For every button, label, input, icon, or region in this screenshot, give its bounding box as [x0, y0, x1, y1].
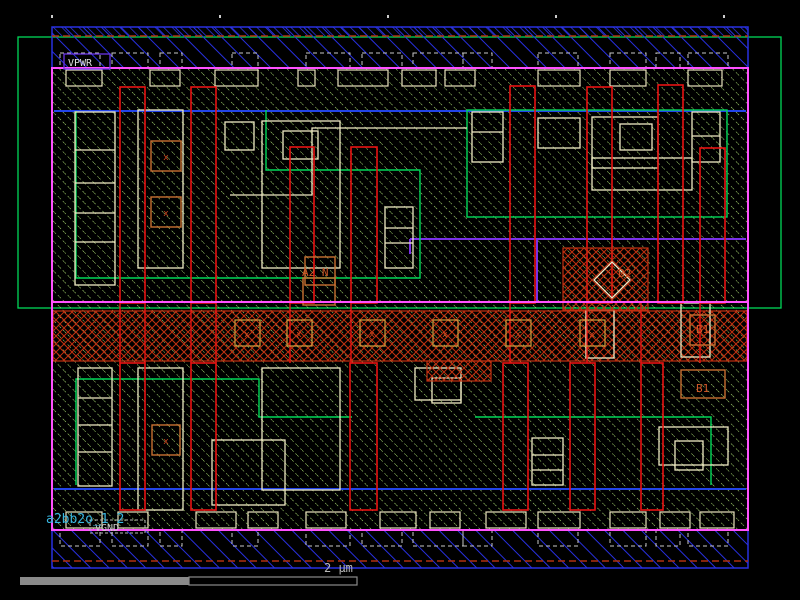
li-region: [674, 440, 704, 471]
diff-ladder: [531, 437, 564, 486]
li-pad: [379, 511, 417, 529]
scalebar-filled: [20, 577, 189, 585]
contact-box: [150, 140, 182, 172]
li-strap: [655, 529, 681, 547]
li-pad: [305, 511, 347, 529]
vgnd-label-box: [89, 519, 146, 534]
poly-gate: [349, 362, 378, 511]
ruler-tick: [51, 15, 53, 18]
diff-ladder: [77, 367, 113, 487]
poly-gate: [190, 362, 217, 511]
li-pad: [65, 69, 103, 87]
nwell-notch: [466, 109, 728, 218]
li-strap: [609, 52, 647, 69]
li-route: [230, 127, 467, 196]
strip-contact: [286, 319, 313, 347]
scale-label: 2 µm: [324, 561, 353, 575]
diff-ladder: [691, 111, 721, 163]
diff-region: [658, 426, 729, 466]
poly-gate: [640, 362, 664, 511]
strip-contact: [234, 319, 261, 347]
diff-region: [137, 109, 184, 269]
ruler-tick: [723, 15, 725, 18]
vgnd-rail-met1: [51, 529, 749, 569]
li-pad: [537, 511, 581, 529]
diff-region: [591, 157, 693, 191]
li-pad: [659, 511, 691, 529]
pin-label-a2-n: A2_N: [302, 266, 329, 279]
diff-ladder: [74, 111, 116, 286]
contact-box: [680, 369, 726, 399]
li-pad: [444, 69, 476, 87]
instance-label: a2bb2o_1 2: [46, 512, 124, 527]
pin-label-b1: B1: [696, 323, 709, 336]
contact-box: [302, 277, 336, 306]
li-pad: [429, 511, 461, 529]
cell-boundary: [51, 67, 749, 531]
li-pad: [609, 69, 647, 87]
strip-contact: [432, 319, 459, 347]
li-pad: [214, 69, 259, 87]
diff-region: [471, 111, 504, 163]
pin-label-b1-li: B1: [696, 382, 709, 395]
li-pad: [485, 511, 527, 529]
ruler-tick: [387, 15, 389, 18]
li-pad: [247, 511, 279, 529]
contact-x-mark: x: [163, 153, 169, 163]
scalebar-outline: [188, 576, 358, 586]
vpwr-label: VPWR: [68, 58, 93, 69]
contact-x-mark: x: [163, 437, 169, 447]
pin-label-b2: B2: [618, 267, 631, 280]
li-region: [282, 130, 319, 160]
mcon-hatch: [562, 247, 649, 311]
strip-contact: [359, 319, 386, 347]
diff-ladder: [384, 206, 414, 269]
diff-region: [137, 367, 184, 511]
mcon-hatch: [426, 360, 492, 382]
contact-x-mark: x: [589, 330, 595, 340]
contact-box: [151, 424, 181, 456]
poly-gate: [502, 362, 529, 511]
li-region: [619, 123, 653, 151]
contact-box: [150, 196, 182, 228]
li-pad: [149, 69, 181, 87]
poly-strip-hatch: [52, 310, 748, 362]
contact-x-mark: x: [244, 330, 250, 340]
nwell-edge: [75, 110, 421, 279]
contact-x-mark: x: [442, 330, 448, 340]
li-pad: [337, 69, 389, 87]
vpwr-label-box: [63, 53, 111, 70]
poly-gate: [119, 362, 146, 511]
ruler-tick: [219, 15, 221, 18]
li-strap: [111, 52, 149, 69]
poly-gate: [569, 362, 596, 511]
li-pad: [537, 69, 581, 87]
contact-x-mark: x: [369, 330, 375, 340]
diff-region: [261, 367, 341, 491]
contact-x-mark: x: [515, 330, 521, 340]
li-pad: [609, 511, 647, 529]
vpwr-rail-cap: [52, 27, 748, 36]
strip-contact: [579, 319, 606, 347]
li-pad: [401, 69, 437, 87]
li-pad: [699, 511, 735, 529]
li-pad: [297, 69, 316, 87]
li-strap: [159, 52, 183, 69]
li-pad: [195, 511, 237, 529]
li-region: [537, 117, 581, 149]
li-region: [224, 121, 255, 151]
contact-box: [689, 314, 716, 346]
contact-x-mark: x: [296, 330, 302, 340]
li-pad: [687, 69, 723, 87]
nwell-edge: [75, 378, 352, 485]
strip-contact: [505, 319, 532, 347]
via-marker: [593, 261, 631, 299]
contact-x-mark: x: [163, 209, 169, 219]
contact-box: [304, 256, 336, 286]
vgnd-label: VGND: [95, 523, 119, 534]
nwell-edge: [475, 416, 712, 485]
diff-region: [211, 439, 286, 506]
ruler-tick: [555, 15, 557, 18]
